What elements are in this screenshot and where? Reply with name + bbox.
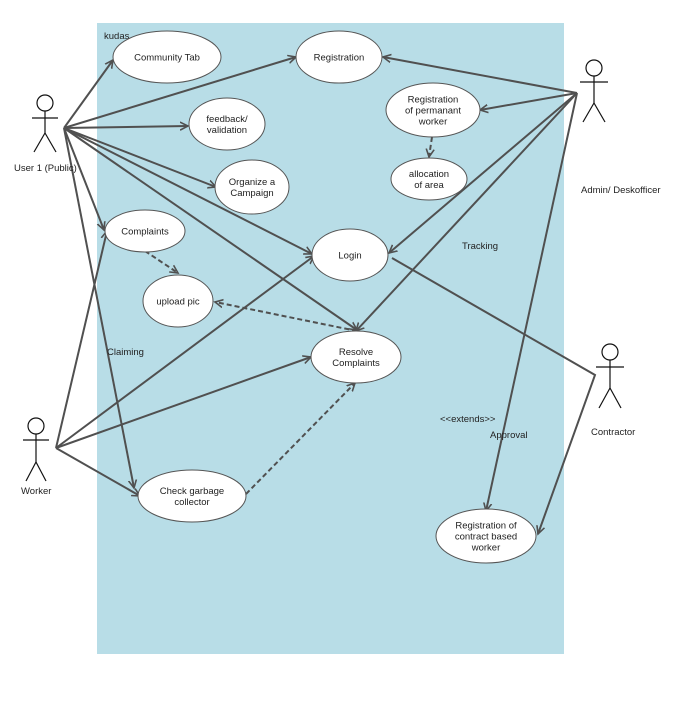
- usecase-label-line: Organize a: [229, 177, 276, 188]
- usecase-label-line: worker: [418, 117, 448, 128]
- label-extends: <<extends>>: [440, 414, 496, 425]
- usecase-label-line: of permanant: [405, 106, 461, 117]
- edge-admin-resolve: [356, 92, 578, 331]
- edge-admin-perm: [480, 92, 578, 110]
- edge-worker-login: [55, 256, 314, 449]
- actor-user-public[interactable]: [32, 94, 58, 153]
- edge-login-contractor-contract: [391, 257, 597, 534]
- usecase-label-line: validation: [207, 125, 247, 136]
- usecase-label-line: Registration: [314, 53, 365, 64]
- edge-perm-alloc: [429, 136, 432, 157]
- usecase-label-line: allocation: [409, 169, 449, 180]
- usecase-label-line: Resolve: [339, 347, 373, 358]
- edge-garbage-resolve: [245, 383, 355, 495]
- usecase-label: feedback/validation: [206, 114, 248, 136]
- edge-resolve-upload: [215, 302, 358, 332]
- actor-admin-label: Admin/ Deskofficer: [581, 185, 661, 196]
- usecase-label-line: Login: [338, 251, 361, 262]
- usecase-label-line: upload pic: [156, 297, 200, 308]
- actor-user-label: User 1 (Public): [14, 163, 77, 174]
- edge-user-resolve: [63, 127, 357, 330]
- edge-worker-complaints: [55, 231, 107, 449]
- edge-user-feedback: [63, 126, 188, 128]
- usecase-complaints[interactable]: Complaints: [104, 209, 186, 253]
- usecase-label-line: collector: [174, 497, 209, 508]
- usecase-registration[interactable]: Registration: [295, 30, 383, 84]
- usecase-label-line: worker: [471, 543, 501, 554]
- usecase-label-line: Registration: [408, 95, 459, 106]
- usecase-label: upload pic: [156, 297, 200, 308]
- usecase-label-line: feedback/: [206, 114, 248, 125]
- edge-user-registration: [63, 57, 296, 129]
- usecase-label: Community Tab: [134, 53, 200, 64]
- edge-admin-login: [389, 92, 578, 253]
- usecase-label-line: Community Tab: [134, 53, 200, 64]
- actor-admin-deskofficer[interactable]: [580, 59, 608, 123]
- label-approval: Approval: [490, 430, 528, 441]
- usecase-label: Registration: [314, 53, 365, 64]
- usecase-community-tab[interactable]: Community Tab: [112, 30, 222, 84]
- usecase-login[interactable]: Login: [311, 228, 389, 282]
- usecase-label-line: contract based: [455, 532, 517, 543]
- label-tracking: Tracking: [462, 241, 498, 252]
- actor-worker[interactable]: [23, 417, 49, 482]
- usecase-label-line: Complaints: [121, 227, 169, 238]
- edge-user-complaints: [63, 127, 104, 230]
- edge-worker-garbage: [55, 447, 140, 496]
- usecase-upload-pic[interactable]: upload pic: [142, 274, 214, 328]
- usecase-label-line: Check garbage: [160, 486, 224, 497]
- usecase-label-line: Campaign: [230, 188, 273, 199]
- actor-contractor[interactable]: [596, 343, 624, 409]
- edge-user-login: [63, 127, 312, 255]
- usecase-label: Complaints: [121, 227, 169, 238]
- actor-contractor-label: Contractor: [591, 427, 635, 438]
- usecase-feedback-validation[interactable]: feedback/validation: [188, 97, 266, 151]
- label-claiming: Claiming: [107, 347, 144, 358]
- edge-user-community: [63, 60, 113, 129]
- edge-admin-contract: [486, 92, 578, 511]
- usecase-label-line: Registration of: [455, 521, 517, 532]
- edge-complaints-upload: [144, 250, 178, 273]
- usecase-label-line: Complaints: [332, 358, 380, 369]
- edge-worker-resolve: [55, 357, 311, 449]
- actor-worker-label: Worker: [21, 486, 51, 497]
- boundary-label: kudas: [104, 31, 130, 42]
- edge-user-campaign: [63, 127, 216, 187]
- edge-admin-registration: [383, 57, 578, 94]
- usecase-label: Login: [338, 251, 361, 262]
- associations: [55, 57, 597, 534]
- usecase-label-line: of area: [414, 180, 444, 191]
- edge-user-garbage: [63, 127, 134, 488]
